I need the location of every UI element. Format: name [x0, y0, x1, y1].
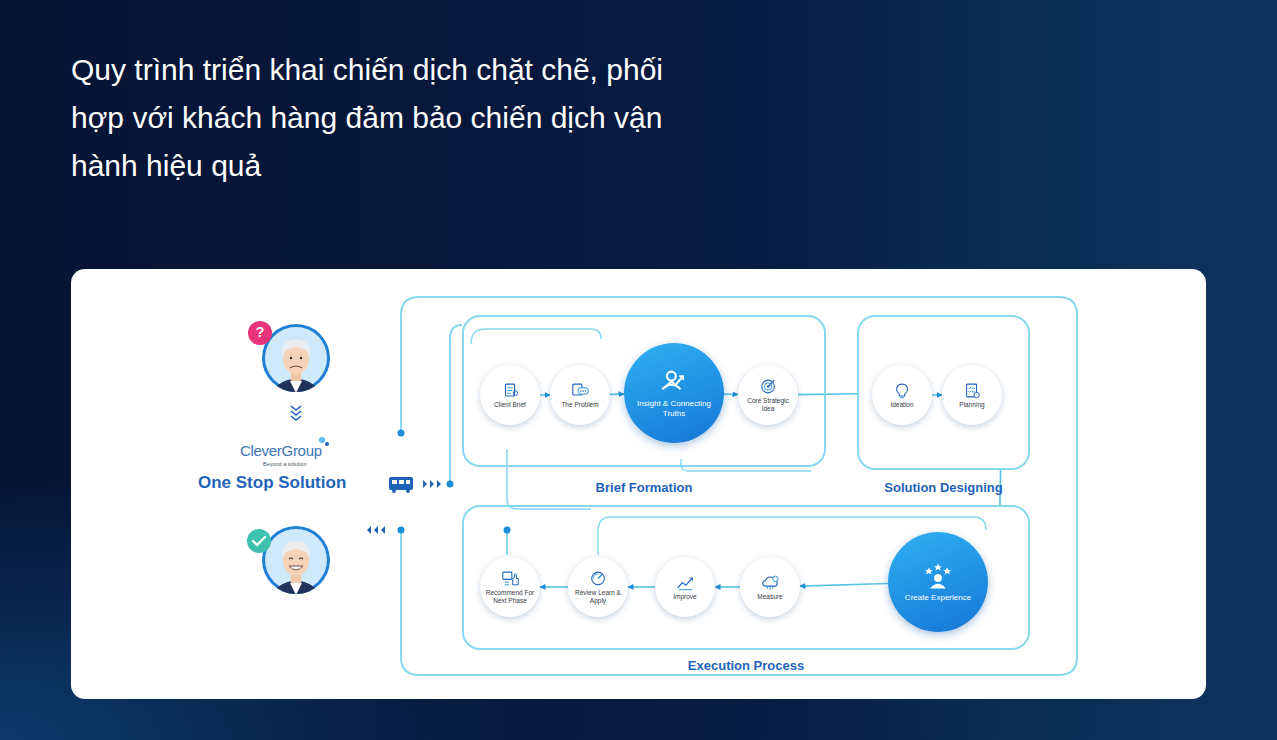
inner-curve: [507, 449, 591, 509]
step-icon: [921, 562, 955, 590]
step-label: Create Experience: [905, 593, 971, 602]
flow-connector: [540, 586, 568, 588]
key-step-circle: Insight & Connecting Truths: [624, 343, 724, 443]
loop-dot: [398, 527, 405, 534]
flow-connector: [628, 586, 655, 588]
avatar: [265, 327, 327, 415]
step-label: The Problem: [561, 401, 598, 408]
flow-connector: [540, 394, 550, 396]
inner-curve: [681, 459, 811, 471]
step-icon: [761, 574, 780, 591]
brand-slogan: One Stop Solution: [198, 473, 346, 493]
step-label: Recommend For Next Phase: [483, 589, 537, 604]
step-icon: [571, 382, 590, 399]
brand-tagline: Beyond a solution: [263, 461, 307, 467]
step-icon: [501, 382, 520, 399]
bus-icon: [389, 477, 413, 493]
loop-dot: [447, 481, 454, 488]
phase-band: Solution DesigningIdeationPlanning: [857, 315, 1030, 470]
step-icon: [759, 378, 778, 395]
step-circle: Improve: [655, 557, 715, 617]
step-icon: [589, 570, 608, 587]
step-circle: Planning: [942, 365, 1002, 425]
flow-connector: [932, 394, 942, 396]
loop-line: [506, 530, 508, 555]
step-icon: [501, 570, 520, 587]
logo-mark: [325, 442, 329, 446]
step-label: Ideation: [890, 401, 913, 408]
step-circle: Client Brief: [480, 365, 540, 425]
loop-dot: [504, 527, 511, 534]
step-circle: The Problem: [550, 365, 610, 425]
avatar: [262, 324, 330, 392]
phase-title: Solution Designing: [859, 480, 1028, 495]
step-icon: [963, 382, 982, 399]
down-chevrons: [291, 406, 301, 420]
question-mark: ?: [254, 324, 266, 340]
step-label: Insight & Connecting Truths: [633, 399, 715, 417]
right-chevrons: [423, 480, 441, 488]
flow-connector: [798, 393, 857, 395]
step-label: Client Brief: [494, 401, 526, 408]
key-step-circle: Create Experience: [888, 532, 988, 632]
phase-band: Execution ProcessCreate ExperienceMeasur…: [462, 505, 1030, 650]
brand-logo: CleverGroup: [240, 442, 322, 459]
flow-connector: [800, 584, 888, 587]
avatar: [265, 529, 327, 617]
step-circle: Review Learn & Apply: [568, 557, 628, 617]
step-label: Planning: [959, 401, 984, 408]
step-label: Measure: [757, 593, 782, 600]
inner-curve: [471, 329, 601, 344]
step-label: Review Learn & Apply: [571, 589, 625, 604]
step-icon: [676, 574, 695, 591]
page-title: Quy trình triển khai chiến dịch chặt chẽ…: [71, 46, 669, 190]
loop-dot: [398, 430, 405, 437]
step-icon: [657, 368, 691, 396]
flow-connector: [715, 586, 740, 588]
step-icon: [893, 382, 912, 399]
step-circle: Core Strategic Idea: [738, 365, 798, 425]
check-mark: [253, 537, 265, 545]
flow-connector: [610, 393, 624, 395]
loop-line: [450, 325, 462, 484]
step-circle: Ideation: [872, 365, 932, 425]
step-label: Improve: [673, 593, 696, 600]
phase-title: Brief Formation: [464, 480, 824, 495]
question-badge: [248, 321, 272, 345]
check-badge: [247, 529, 271, 553]
step-label: Core Strategic Idea: [741, 397, 795, 412]
left-chevrons: [367, 526, 385, 534]
flow-connector: [724, 393, 738, 395]
step-circle: Recommend For Next Phase: [480, 557, 540, 617]
diagram-card: Brief Formation Client Brief The Problem In…: [71, 269, 1206, 699]
phase-title: Execution Process: [464, 658, 1028, 673]
avatar: [262, 526, 330, 594]
step-circle: Measure: [740, 557, 800, 617]
loop-line: [401, 297, 1077, 675]
phase-band: Brief FormationClient BriefThe ProblemIn…: [462, 315, 826, 467]
